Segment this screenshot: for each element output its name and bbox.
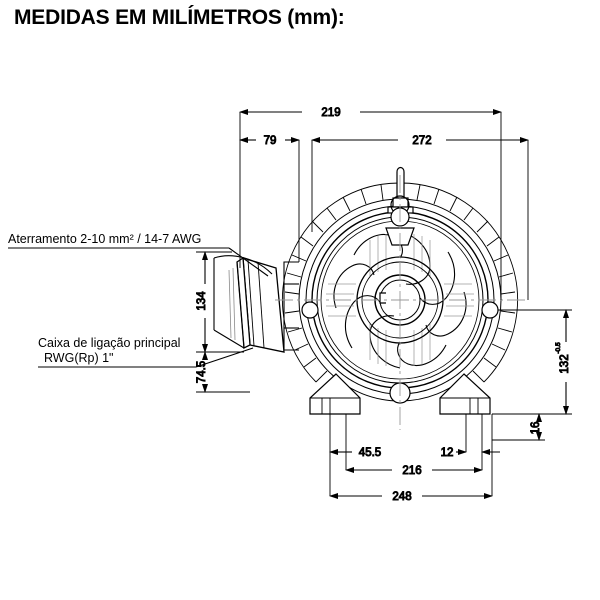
- dim-134-label: 134: [196, 291, 208, 311]
- dim-16-label: 16: [530, 422, 542, 435]
- dim-132-label: 132: [559, 354, 571, 373]
- centerlines: [275, 175, 528, 430]
- dim-216-label: 216: [402, 465, 421, 477]
- dim-79-label: 79: [264, 135, 277, 147]
- terminal-box: [236, 256, 285, 353]
- terminal-box-conduit: [213, 255, 273, 349]
- dim-219-label: 219: [321, 107, 340, 119]
- dimension-group-left: 134 74.5: [196, 251, 250, 393]
- motor-frame-side: [283, 261, 299, 351]
- annotation-terminal-box-line1: Caixa de ligação principal: [38, 336, 180, 350]
- dimension-group-right: 132 -0.5 16: [492, 309, 572, 441]
- motor-assembly: [213, 166, 518, 415]
- annotation-terminal-box-line2: RWG(Rp) 1": [44, 351, 114, 365]
- fan-ribs: [326, 234, 474, 366]
- dim-45-5-label: 45.5: [359, 447, 381, 459]
- dimension-group-bottom: 45.5 12 216 248: [329, 414, 500, 504]
- lifting-eyebolt: [387, 166, 414, 215]
- dim-132-tolerance: -0.5: [555, 342, 562, 354]
- annotation-grounding: Aterramento 2-10 mm² / 14-7 AWG: [8, 232, 269, 277]
- annotation-grounding-text: Aterramento 2-10 mm² / 14-7 AWG: [8, 232, 201, 246]
- motor-feet: [309, 373, 491, 415]
- dim-272-label: 272: [412, 135, 431, 147]
- dim-12-label: 12: [441, 447, 454, 459]
- page-title: MEDIDAS EM MILÍMETROS (mm):: [14, 6, 345, 29]
- terminal-box-shading: [228, 267, 236, 341]
- dim-248-label: 248: [392, 491, 411, 503]
- annotation-terminal-box: Caixa de ligação principal RWG(Rp) 1": [38, 336, 254, 368]
- dimension-group-top: 219 79 272: [239, 107, 529, 300]
